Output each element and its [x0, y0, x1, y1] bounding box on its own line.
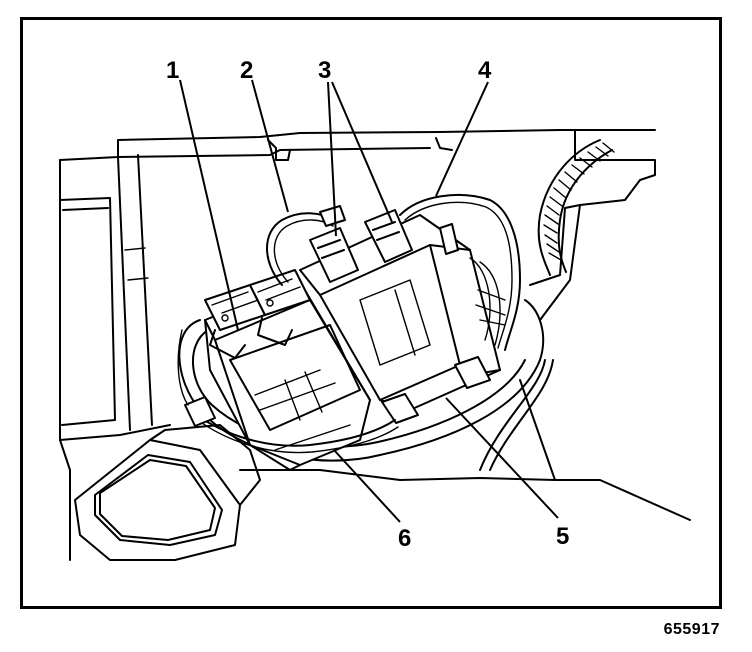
callout-labels: 1 2 3 4 5 6	[166, 57, 569, 552]
air-duct	[74, 424, 261, 561]
callout-6: 6	[398, 525, 411, 552]
right-module	[299, 209, 501, 424]
callout-5: 5	[556, 523, 569, 550]
dash-panel	[59, 129, 691, 561]
callout-2: 2	[240, 57, 253, 84]
corrugated-conduit	[537, 139, 615, 276]
callout-3: 3	[318, 57, 331, 84]
wiring-harness	[177, 194, 554, 471]
callout-1: 1	[166, 57, 179, 84]
leader-lines	[179, 79, 559, 523]
left-module	[204, 269, 371, 471]
callout-4: 4	[478, 57, 492, 84]
figure-id: 655917	[663, 621, 720, 638]
